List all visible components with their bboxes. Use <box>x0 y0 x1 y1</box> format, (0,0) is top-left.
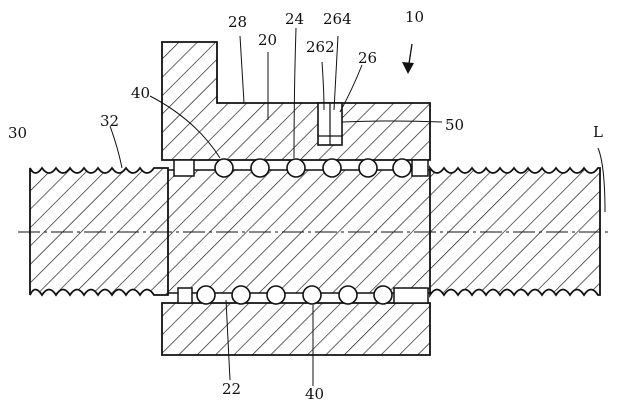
label-ref-40-bottom: 40 <box>305 385 324 403</box>
ball <box>358 158 378 178</box>
label-ref-28: 28 <box>228 13 247 31</box>
label-ref-26: 26 <box>358 49 377 67</box>
label-ref-40-top: 40 <box>131 84 150 102</box>
nut-lower-section <box>161 302 431 356</box>
upper-end-cap <box>173 159 195 177</box>
ball <box>250 158 270 178</box>
ball <box>266 285 286 305</box>
arrow-10-head <box>402 62 414 74</box>
upper-end-cap-right <box>411 159 429 177</box>
label-ref-262: 262 <box>306 38 335 56</box>
leader-lines <box>109 27 606 386</box>
lower-end-cap-right <box>393 287 429 304</box>
lower-end-cap <box>177 287 193 304</box>
ball <box>231 285 251 305</box>
label-axis-L: L <box>593 123 603 141</box>
label-ref-10: 10 <box>405 8 424 26</box>
label-ref-32: 32 <box>100 112 119 130</box>
label-ref-20: 20 <box>258 31 277 49</box>
ball <box>302 285 322 305</box>
ball <box>196 285 216 305</box>
nut-upper-section <box>161 41 431 161</box>
ball <box>338 285 358 305</box>
ball <box>214 158 234 178</box>
label-ref-22: 22 <box>222 380 241 398</box>
label-ref-24: 24 <box>285 10 304 28</box>
ball <box>373 285 393 305</box>
ball <box>322 158 342 178</box>
ball <box>392 158 412 178</box>
upper-balls <box>214 158 412 178</box>
label-ref-264: 264 <box>323 10 352 28</box>
label-ref-50: 50 <box>445 116 464 134</box>
label-ref-30: 30 <box>8 124 27 142</box>
lower-balls <box>196 285 393 305</box>
ball <box>286 158 306 178</box>
